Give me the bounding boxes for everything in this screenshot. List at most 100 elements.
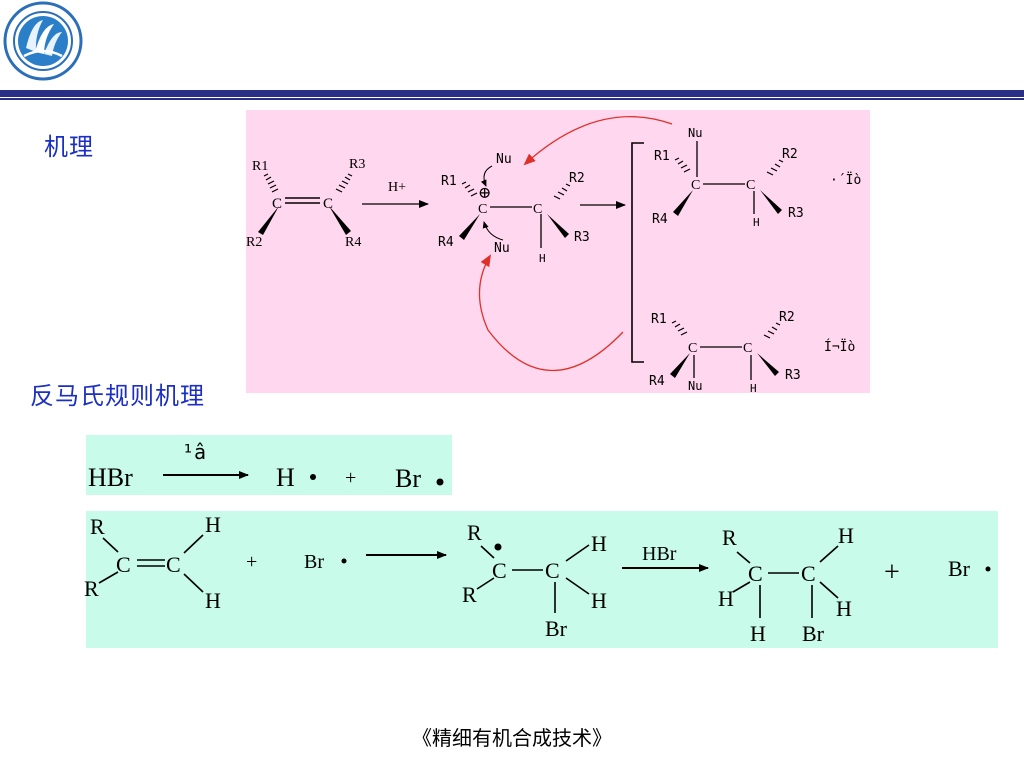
mechanism-heading: 机理: [44, 133, 94, 161]
single-bond-line: [732, 581, 751, 593]
atom-label-c-right: C: [545, 558, 560, 583]
atom-label-r3: R3: [785, 368, 801, 383]
school-emblem-icon: [2, 0, 84, 82]
radical-dot-icon: [310, 474, 316, 480]
bromine-radical: Br: [395, 464, 421, 493]
atom-label-r-bottom: R: [84, 576, 99, 601]
alkene-structure: R1 R3 R2 R4 C C: [246, 157, 365, 250]
nucleophile-bottom: Nu: [494, 241, 510, 256]
atom-label-c-right: C: [323, 196, 333, 212]
header-rule-thin: [0, 98, 1024, 100]
atom-label-r4: R4: [649, 374, 665, 389]
wedge-bond: [673, 190, 693, 216]
reagent-hbr: HBr: [642, 543, 677, 565]
plus-sign: +: [246, 551, 257, 573]
atom-label-c-left: C: [691, 178, 700, 193]
single-bond-line: [819, 545, 839, 563]
reagent-h-plus: H+: [388, 180, 406, 195]
atom-label-br: Br: [545, 616, 568, 641]
atom-label-r-top: R: [90, 514, 105, 539]
atom-label-r-top: R: [467, 520, 482, 545]
nucleophile-label: Nu: [688, 379, 702, 393]
atom-label-r4: R4: [652, 212, 668, 227]
atom-label-c-left: C: [116, 552, 131, 577]
hashed-bond: [263, 173, 279, 193]
radical-dot-icon: [436, 478, 444, 486]
hashed-bond: [671, 320, 688, 336]
single-bond-line: [183, 573, 204, 593]
product-syn: R1 R2 R4 R3 C C Nu H Í¬Ïò: [649, 310, 855, 395]
carbocation-intermediate: R1 R4 R2 R3 ⊕ C C H Nu Nu: [438, 152, 590, 265]
atom-label-c-left: C: [478, 202, 487, 217]
atom-label-h-left: H: [718, 586, 734, 611]
atom-label-r1: R1: [651, 312, 667, 327]
radical-dot-icon: [494, 543, 502, 551]
anti-markovnikov-heading: 反马氏规则机理: [30, 382, 205, 410]
atom-label-h-top: H: [591, 531, 607, 556]
atom-label-h-bottom: H: [591, 588, 607, 613]
atom-label-r4: R4: [438, 235, 454, 250]
atom-label-h-top: H: [838, 523, 854, 548]
atom-label-br: Br: [802, 621, 825, 646]
hashed-bond: [763, 322, 781, 339]
atom-label-c-left: C: [272, 196, 282, 212]
wedge-bond: [760, 190, 782, 214]
atom-label-r4: R4: [345, 235, 361, 250]
single-bond-line: [102, 537, 119, 553]
hashed-bond: [335, 173, 353, 193]
single-bond-line: [183, 534, 204, 554]
atom-label-r2: R2: [782, 147, 798, 162]
propagation-radical-intermediate: R R C C H H Br: [462, 520, 607, 641]
atom-label-c-right: C: [166, 552, 181, 577]
atom-label-c-right: C: [533, 202, 542, 217]
bromine-radical: Br: [948, 556, 971, 581]
hydrogen-radical: H: [276, 463, 295, 492]
initiation-reaction: HBr ¹â H + Br: [88, 440, 444, 493]
hashed-bond: [461, 181, 478, 197]
atom-label-c-right: C: [801, 561, 816, 586]
light-condition: ¹â: [182, 440, 206, 464]
atom-label-h: H: [539, 252, 546, 265]
single-bond-line: [565, 544, 590, 562]
radical-dot-icon: [341, 558, 347, 564]
atom-label-c-left: C: [748, 561, 763, 586]
wedge-bond: [670, 353, 690, 378]
wedge-bond: [459, 214, 480, 240]
atom-label-c-left: C: [492, 558, 507, 583]
wedge-bond: [757, 353, 779, 376]
bromine-radical: Br: [304, 551, 324, 573]
hashed-bond: [674, 157, 691, 173]
hashed-bond: [766, 159, 784, 176]
atom-label-h: H: [753, 216, 760, 229]
curved-arrow-icon: [478, 254, 624, 372]
mechanism-panel: [246, 110, 870, 393]
atom-label-r2: R2: [779, 310, 795, 325]
plus-sign: +: [884, 557, 900, 588]
atom-label-r3: R3: [349, 157, 365, 172]
product-anti: Nu R1 R2 R4 R3 C C H ·´Ïò: [652, 126, 861, 229]
atom-label-r3: R3: [788, 206, 804, 221]
nucleophile-top: Nu: [496, 152, 512, 167]
reactant-hbr: HBr: [88, 463, 133, 492]
atom-label-r2: R2: [569, 171, 585, 186]
product-bracket: [631, 142, 644, 363]
atom-label-r1: R1: [441, 174, 457, 189]
curved-arrow-icon: [523, 116, 673, 166]
propagation-product: R H C C H H H Br: [718, 523, 854, 646]
single-bond-line: [98, 571, 119, 584]
propagation-panel: [86, 511, 998, 648]
radical-dot-icon: [985, 566, 991, 572]
atom-label-c-left: C: [688, 341, 697, 356]
single-bond-line: [819, 581, 839, 599]
atom-label-r: R: [722, 525, 737, 550]
wedge-bond: [547, 214, 569, 238]
atom-label-c-right: C: [746, 178, 755, 193]
positive-charge-icon: ⊕: [478, 183, 491, 202]
stereo-label-anti: ·´Ïò: [830, 172, 861, 188]
atom-label-r3: R3: [574, 230, 590, 245]
plus-sign: +: [345, 467, 356, 489]
atom-label-h-top: H: [205, 512, 221, 537]
nucleophile-label: Nu: [688, 126, 702, 140]
attack-arrow-icon: [482, 221, 504, 241]
